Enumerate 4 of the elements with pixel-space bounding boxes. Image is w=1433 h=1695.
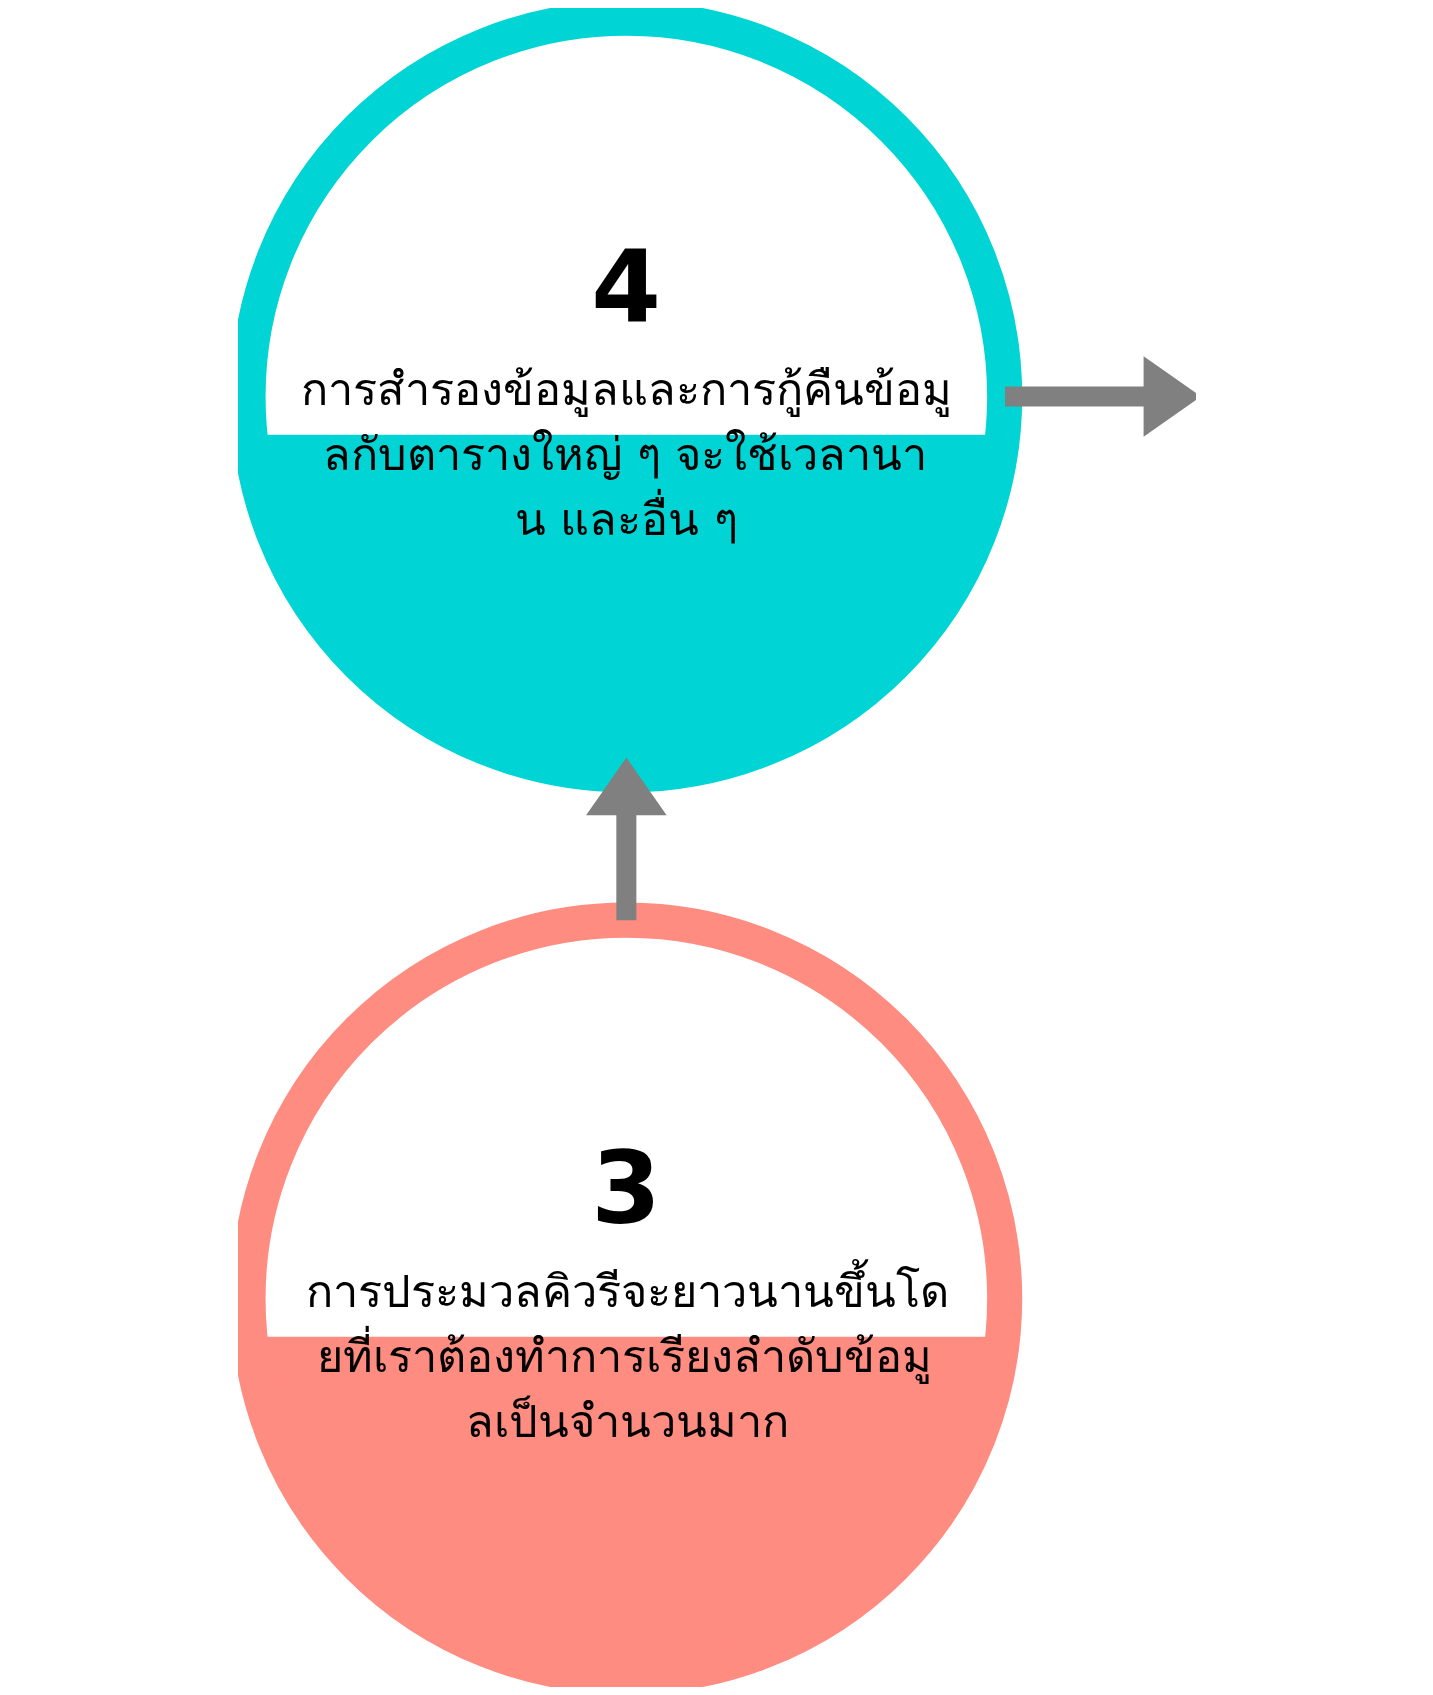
arrow [1004, 356, 1196, 437]
arrow [585, 757, 667, 921]
node-circle: 3 การประมวลคิวรีจะยาวนานขึ้นโดยที่เราต้องทำการเรียงลำดับข้อมูลเป็นจำนวนมาก [237, 902, 1022, 1687]
node-circle: 4 การสำรองข้อมูลและการกู้คืนข้อมูลกับตารางใหญ่ ๆ จะใช้เวลานาน และอื่น ๆ [237, 8, 1022, 793]
